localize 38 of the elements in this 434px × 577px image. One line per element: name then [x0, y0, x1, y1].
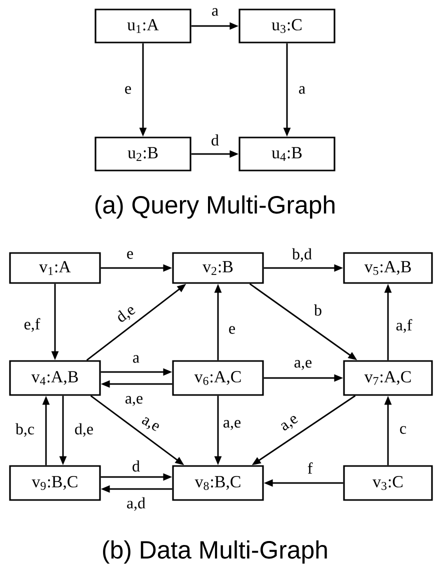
edge-label: d: [132, 460, 140, 472]
vertex-box: u$_{2}$:B: [94, 136, 192, 172]
edge-label: d,e: [114, 302, 138, 326]
vertex-box: v$_{4}$:A,B: [9, 360, 101, 396]
edge-label: a,e: [279, 414, 301, 434]
edge-label: b,d: [292, 248, 312, 262]
vertex-box: v$_{7}$:A,C: [343, 360, 433, 396]
vertex-box: v$_{8}$:B,C: [172, 465, 264, 501]
edge-label: a,e: [124, 396, 144, 406]
edge-label: e: [124, 86, 132, 94]
edge-label: a: [210, 8, 220, 16]
vertex-box: v$_{5}$:A,B: [343, 252, 433, 284]
edge-label: a,f: [395, 318, 413, 334]
edge-label: e: [228, 326, 236, 334]
edge-label: f: [306, 462, 314, 474]
edge-label: a,e: [138, 415, 162, 435]
edge-label: a,d: [126, 496, 146, 512]
edge-label: d,e: [74, 422, 94, 438]
vertex-box: v$_{3}$:C: [343, 465, 433, 501]
edge-label: a,e: [222, 420, 242, 430]
edge-label: a,e: [293, 360, 313, 370]
vertex-box: v$_{9}$:B,C: [9, 465, 101, 501]
edge-label: d: [210, 134, 220, 146]
caption: (b) Data Multi-Graph: [103, 540, 327, 564]
edge-label: e: [126, 250, 134, 260]
caption: (a) Query Multi-Graph: [95, 195, 334, 219]
edge-label: a: [132, 354, 140, 364]
vertex-box: v$_{6}$:A,C: [172, 360, 264, 396]
vertex-box: u$_{3}$:C: [238, 8, 336, 44]
vertex-box: v$_{2}$:B: [172, 252, 264, 284]
edge-label: b,c: [14, 422, 36, 438]
vertex-box: u$_{4}$:B: [238, 136, 336, 172]
vertex-box: u$_{1}$:A: [94, 8, 192, 44]
edge-label: b: [314, 304, 322, 316]
edge-label: e,f: [23, 318, 41, 332]
edge-label: a: [298, 86, 306, 94]
vertex-box: v$_{1}$:A: [9, 252, 101, 284]
edge-label: c: [398, 426, 408, 434]
